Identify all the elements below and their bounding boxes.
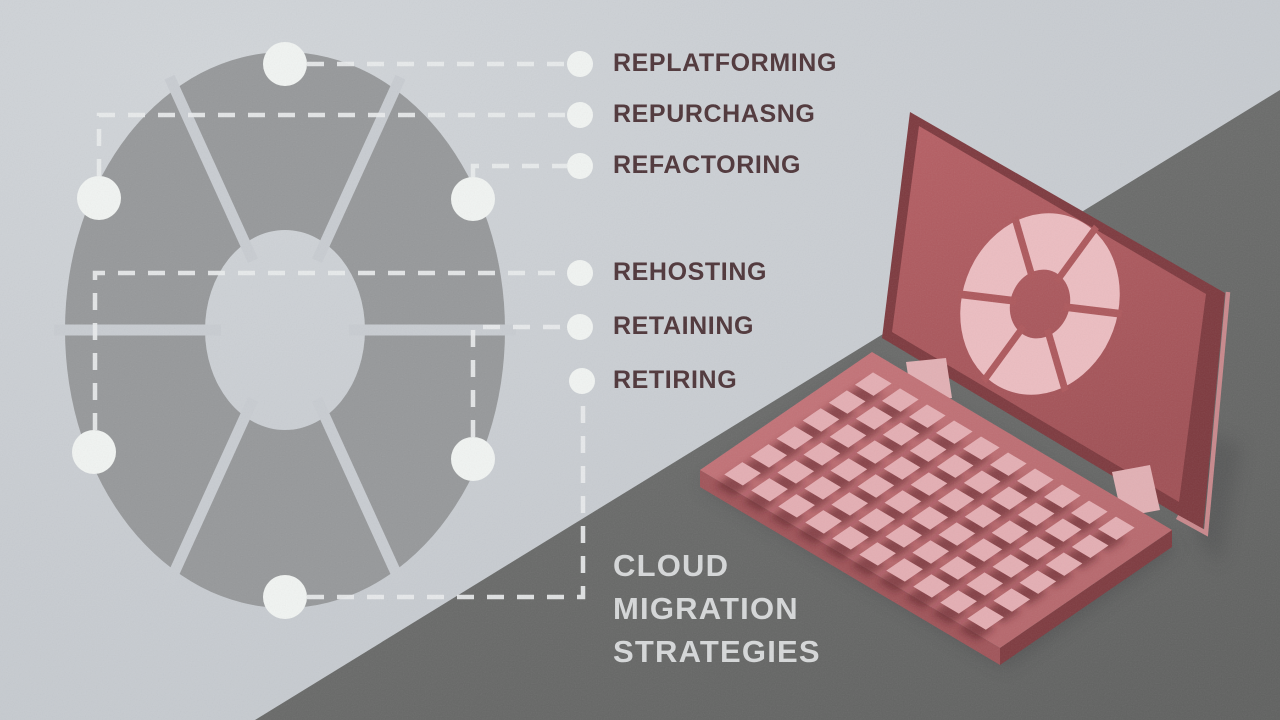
label-replatforming: REPLATFORMING bbox=[613, 49, 837, 77]
wheel-node-dot bbox=[72, 430, 116, 474]
label-retiring: RETIRING bbox=[613, 366, 738, 394]
label-dot bbox=[567, 102, 593, 128]
label-refactoring: REFACTORING bbox=[613, 151, 802, 179]
wheel-node-dot bbox=[263, 575, 307, 619]
label-dot bbox=[567, 51, 593, 77]
wheel-node-dot bbox=[451, 177, 495, 221]
label-dot bbox=[569, 368, 595, 394]
label-dot bbox=[567, 314, 593, 340]
wheel-node-dot bbox=[77, 176, 121, 220]
wheel-node-dot bbox=[451, 437, 495, 481]
label-repurchasng: REPURCHASNG bbox=[613, 100, 816, 128]
label-dot bbox=[567, 153, 593, 179]
label-rehosting: REHOSTING bbox=[613, 258, 768, 286]
label-dot bbox=[567, 260, 593, 286]
label-retaining: RETAINING bbox=[613, 312, 755, 340]
wheel-node-dot bbox=[263, 42, 307, 86]
page-title: CLOUD MIGRATION STRATEGIES bbox=[613, 548, 821, 669]
